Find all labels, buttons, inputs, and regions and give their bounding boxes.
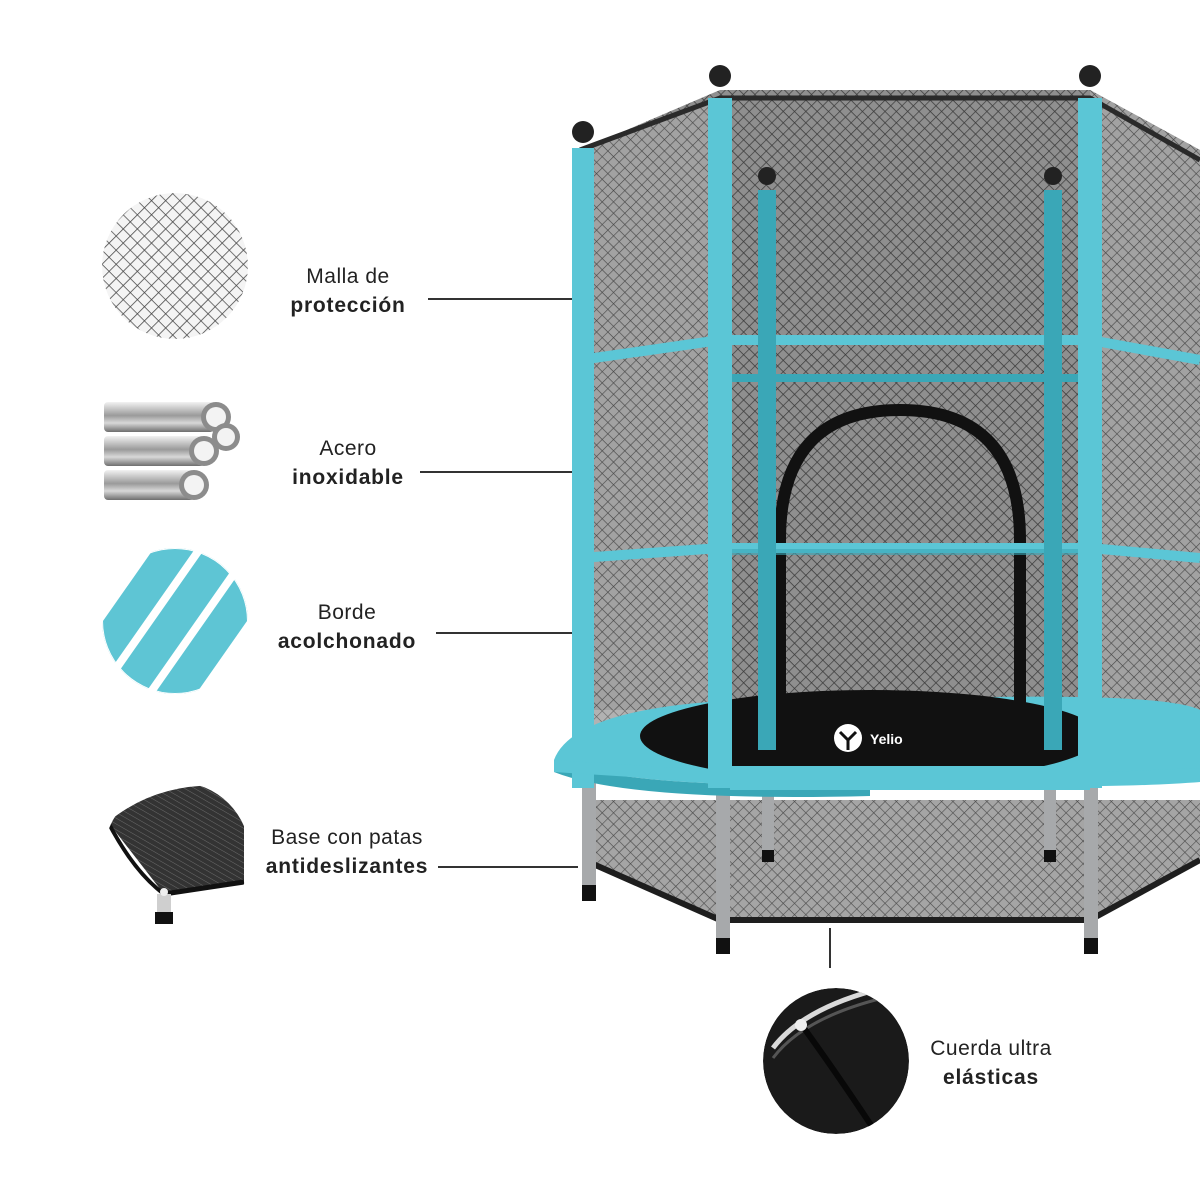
elastic-rope-icon [763,988,909,1134]
leader-line-rope [829,928,831,968]
brand-logo-text: Yelio [870,731,903,747]
feature-label-mesh: Malla de protección [290,265,406,317]
leader-line-steel [420,471,574,473]
trampoline-product-image: Yelio [540,60,1200,965]
feature-label-steel: Acero inoxidable [292,437,404,489]
steel-tubes-icon [100,392,246,522]
feature-label-rope: Cuerda ultra elásticas [930,1037,1052,1089]
leader-line-mesh [428,298,576,300]
padded-edge-icon [102,548,248,694]
feature-label-base: Base con patas antideslizantes [265,826,429,878]
feature-label-padding: Borde acolchonado [277,601,417,653]
leader-line-padding [436,632,576,634]
non-slip-leg-icon [104,782,250,928]
mesh-net-icon [102,193,248,339]
leader-line-base [438,866,578,868]
